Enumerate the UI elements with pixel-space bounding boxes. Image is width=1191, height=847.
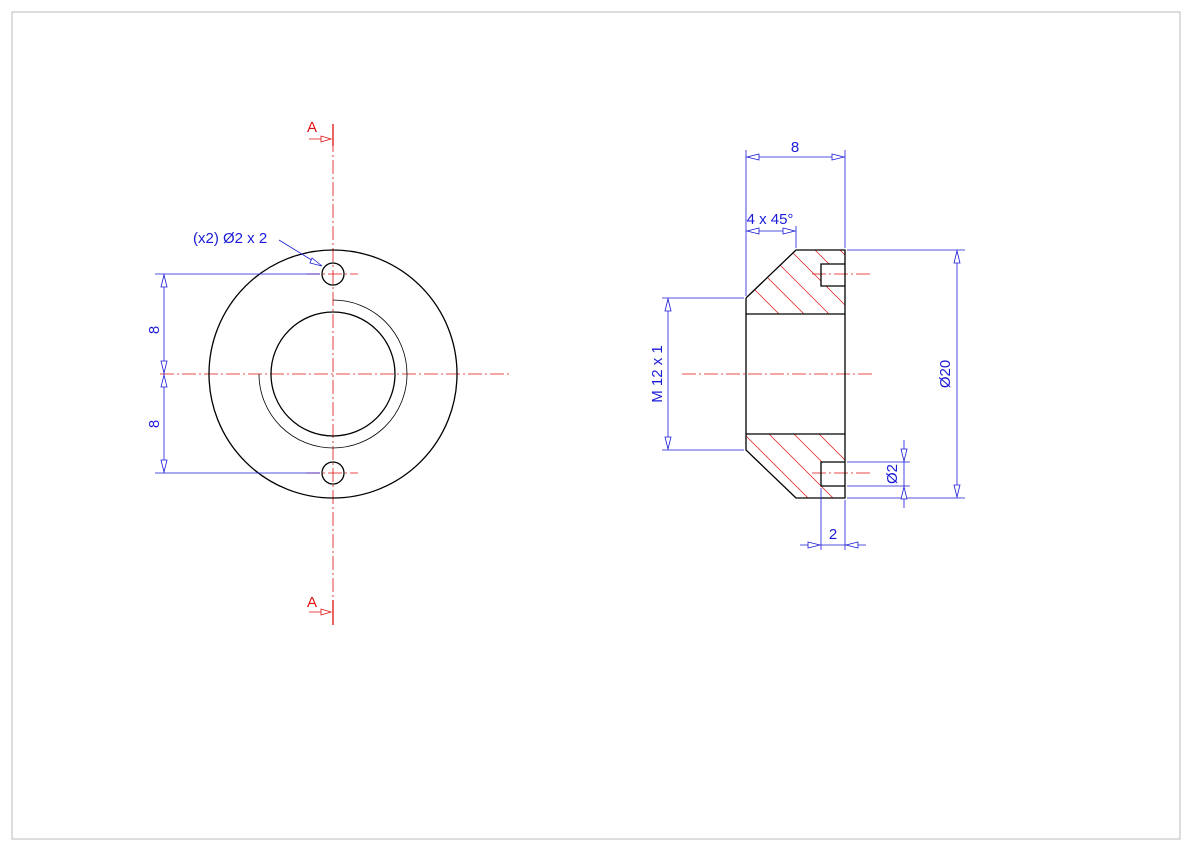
pin-hole-bottom [321, 461, 345, 485]
dim-hole-diameter: Ø2 [884, 464, 901, 484]
hatch-top [746, 250, 845, 314]
section-view: 8 4 x 45° M 12 x 1 Ø20 Ø2 2 [649, 139, 965, 550]
hatch-bottom [746, 434, 845, 498]
pin-hole-section-bottom [820, 461, 845, 487]
dimension-arrows [664, 153, 961, 549]
dim-chamfer: 4 x 45° [747, 211, 794, 228]
dim-hole-depth: 2 [829, 526, 837, 543]
dim-outer-diameter: Ø20 [937, 360, 954, 388]
hole-callout: (x2) Ø2 x 2 [193, 230, 267, 247]
pin-hole-top [321, 262, 345, 286]
thread-major-arc [258, 299, 408, 449]
section-label-top: A [307, 119, 317, 136]
section-label-bottom: A [307, 594, 317, 611]
dim-upper-8: 8 [146, 326, 163, 334]
front-view: A A (x2) Ø2 x 2 8 8 [146, 119, 510, 625]
dim-lower-8: 8 [146, 420, 163, 428]
pin-hole-section-top [820, 263, 845, 287]
dim-width-8: 8 [791, 139, 799, 156]
dim-thread: M 12 x 1 [649, 345, 666, 403]
section-outline [745, 249, 846, 499]
outer-circle [208, 249, 458, 499]
thread-minor-circle [270, 311, 396, 437]
sheet-border [11, 11, 1181, 840]
